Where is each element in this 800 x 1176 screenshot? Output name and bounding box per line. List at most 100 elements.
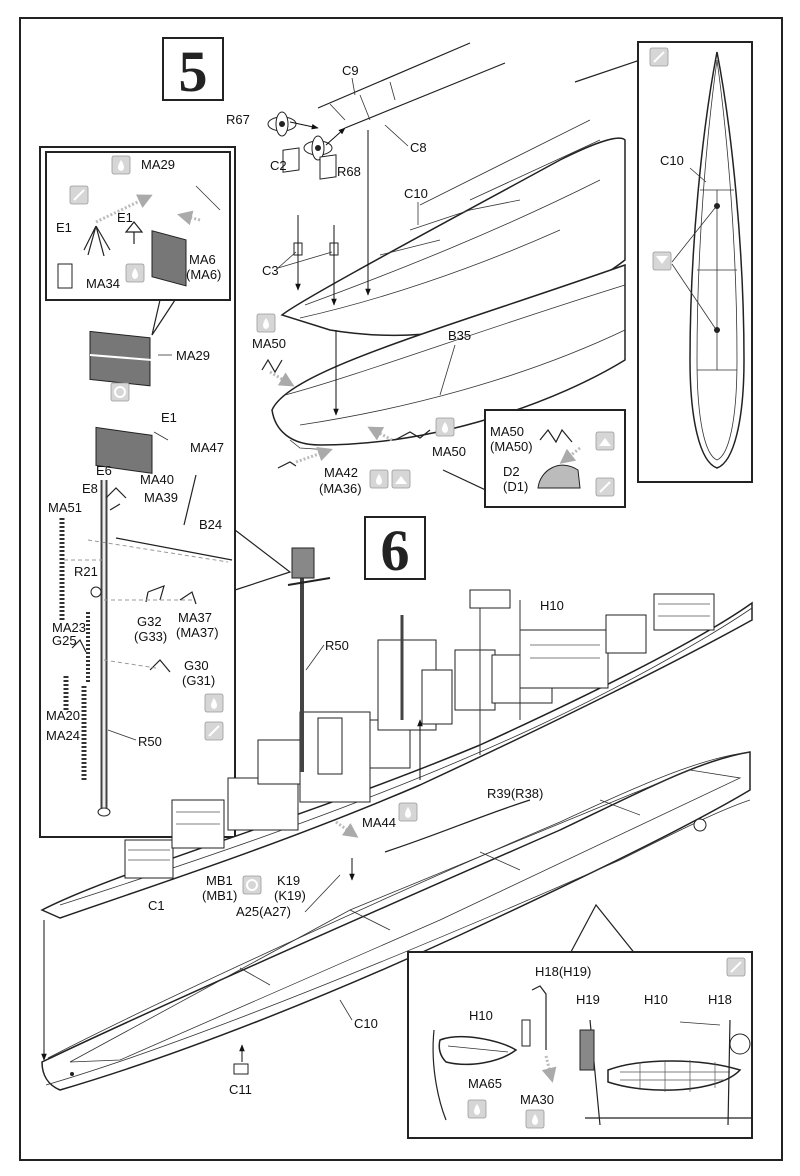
label-e1-b: E1 [117, 210, 133, 225]
label-c11: C11 [229, 1082, 252, 1097]
label-k19: K19 [277, 873, 300, 888]
label-r21: R21 [74, 564, 98, 579]
label-g31: (G31) [182, 673, 215, 688]
label-c3: C3 [262, 263, 279, 278]
glue-brush-icon [726, 957, 746, 977]
paint-drop-icon [435, 417, 455, 437]
label-ma37: MA37 [178, 610, 212, 625]
label-mb1: MB1 [206, 873, 233, 888]
label-c1: C1 [148, 898, 165, 913]
paint-drop-icon [369, 469, 389, 489]
page-border [19, 17, 783, 1161]
label-ma36: (MA36) [319, 481, 362, 496]
label-h18: H18 [708, 992, 732, 1007]
label-r50-left: R50 [138, 734, 162, 749]
paint-drop-icon [204, 693, 224, 713]
propeller-r67 [267, 111, 297, 137]
label-h18-h19: H18(H19) [535, 964, 591, 979]
label-ma6-alt: (MA6) [186, 267, 221, 282]
label-k19-alt: (K19) [274, 888, 306, 903]
label-ma47: MA47 [190, 440, 224, 455]
step-5-badge: 5 [162, 37, 224, 104]
paint-drop-icon [256, 313, 276, 333]
paint-drop-icon [398, 802, 418, 822]
paint-drop-icon [467, 1099, 487, 1119]
label-g25: G25 [52, 633, 77, 648]
label-a25: A25(A27) [236, 904, 291, 919]
label-d1: (D1) [503, 479, 528, 494]
label-c8: C8 [410, 140, 427, 155]
label-ma39: MA39 [144, 490, 178, 505]
rotate-view-icon [110, 382, 130, 402]
label-g30: G30 [184, 658, 209, 673]
label-e1-c: E1 [161, 410, 177, 425]
label-e8: E8 [82, 481, 98, 496]
label-c10-plan: C10 [660, 153, 684, 168]
label-mb1-alt: (MB1) [202, 888, 237, 903]
label-ma44: MA44 [362, 815, 396, 830]
label-ma24: MA24 [46, 728, 80, 743]
glue-brush-icon [204, 721, 224, 741]
label-r68: R68 [337, 164, 361, 179]
main-hull-assembly [40, 547, 753, 1091]
label-ma20: MA20 [46, 708, 80, 723]
radar-e1 [95, 426, 153, 474]
stern-assembly [261, 42, 626, 469]
paint-drop-icon [125, 263, 145, 283]
label-c10-stern: C10 [404, 186, 428, 201]
cement-icon [652, 251, 672, 271]
label-b24: B24 [199, 517, 222, 532]
label-ma6: MA6 [189, 252, 216, 267]
cement-icon [595, 431, 615, 451]
label-ma37-alt: (MA37) [176, 625, 219, 640]
label-b35: B35 [448, 328, 471, 343]
label-ma40: MA40 [140, 472, 174, 487]
label-h10-box-b: H10 [644, 992, 668, 1007]
label-h10-top: H10 [540, 598, 564, 613]
label-g33: (G33) [134, 629, 167, 644]
radar-ma29-small [151, 230, 187, 287]
label-ma50-box-alt: (MA50) [490, 439, 533, 454]
glue-brush-icon [595, 477, 615, 497]
step-6-number: 6 [381, 518, 410, 583]
label-ma29: MA29 [176, 348, 210, 363]
label-ma51: MA51 [48, 500, 82, 515]
label-r50-mast: R50 [325, 638, 349, 653]
boat-h10 [469, 589, 511, 609]
label-ma50: MA50 [252, 336, 286, 351]
label-c2: C2 [270, 158, 287, 173]
label-e1-a: E1 [56, 220, 72, 235]
label-ma50-b: MA50 [432, 444, 466, 459]
label-h19: H19 [576, 992, 600, 1007]
part-ma50 [261, 358, 283, 374]
step-6-badge: 6 [364, 516, 426, 583]
radar-ma29 [89, 330, 153, 387]
label-ma42: MA42 [324, 465, 358, 480]
label-ma23: MA23 [52, 620, 86, 635]
label-ma50-box: MA50 [490, 424, 524, 439]
step-5-number: 5 [179, 39, 208, 104]
plan-view-c10 [574, 41, 753, 483]
label-c10-hull: C10 [354, 1016, 378, 1031]
paint-drop-icon [525, 1109, 545, 1129]
label-r67: R67 [226, 112, 250, 127]
label-c9: C9 [342, 63, 359, 78]
mast-detail-panel [39, 146, 292, 838]
label-ma30: MA30 [520, 1092, 554, 1107]
label-d2: D2 [503, 464, 520, 479]
label-h10-box-a: H10 [469, 1008, 493, 1023]
label-r39: R39(R38) [487, 786, 543, 801]
photo-etch-icon [391, 469, 411, 489]
photo-etch-icon [69, 185, 89, 205]
label-e6: E6 [96, 463, 112, 478]
label-g32: G32 [137, 614, 162, 629]
rotate-view-icon [242, 875, 262, 895]
label-ma29-inset: MA29 [141, 157, 175, 172]
label-ma65: MA65 [468, 1076, 502, 1091]
label-ma34: MA34 [86, 276, 120, 291]
propeller-r68 [303, 135, 333, 161]
boat-detail-panel [407, 903, 753, 1139]
paint-drop-icon [111, 155, 131, 175]
glue-brush-icon [649, 47, 669, 67]
